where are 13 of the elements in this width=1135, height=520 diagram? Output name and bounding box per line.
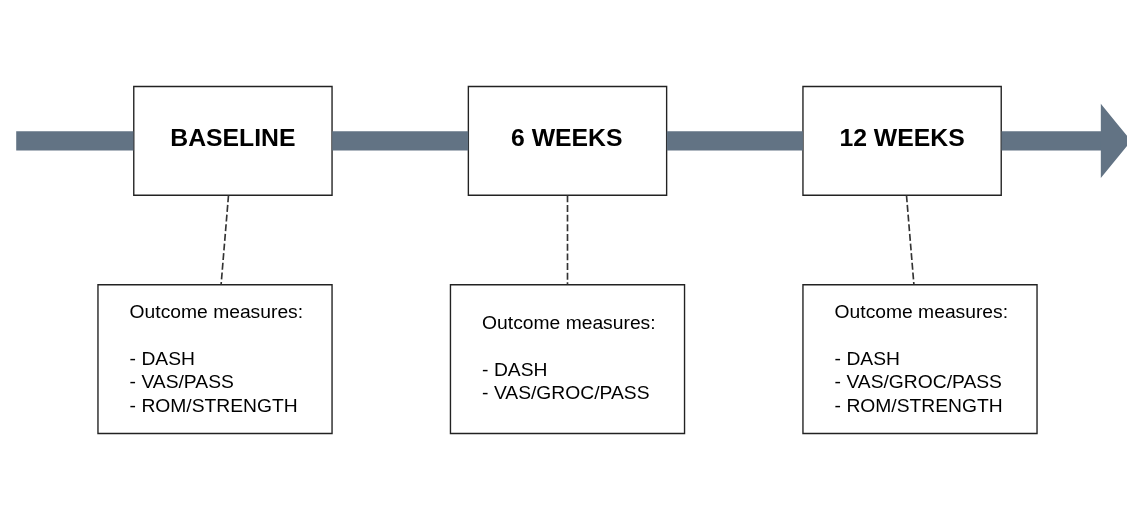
node-box: Outcome measures: - DASH - VAS/PASS - ROM/STRENGTH: [97, 284, 333, 435]
connector: [16, 131, 134, 151]
node-box: Outcome measures: - DASH - VAS/GROC/PASS: [449, 284, 686, 435]
connector: [566, 194, 569, 286]
node-box: 12 WEEKS: [802, 85, 1002, 196]
connector: [666, 131, 803, 151]
connector: [332, 131, 469, 151]
arrow: [1001, 103, 1127, 179]
node-box: BASELINE: [133, 85, 333, 196]
connector: [220, 194, 230, 286]
node-box: Outcome measures: - DASH - VAS/GROC/PASS - ROM/STRENGTH: [802, 284, 1038, 435]
connector: [905, 194, 915, 286]
node-box: 6 WEEKS: [467, 85, 668, 196]
